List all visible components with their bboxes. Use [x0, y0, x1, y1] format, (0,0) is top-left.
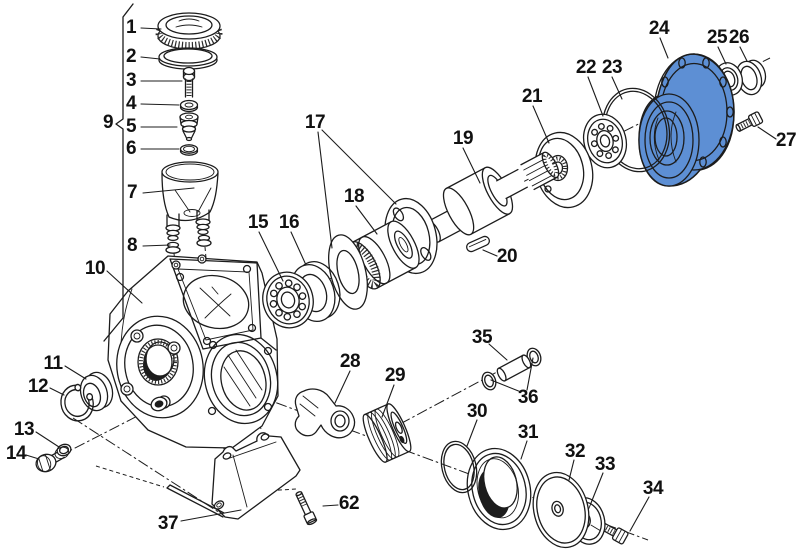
part-label-25: 25 — [706, 27, 728, 48]
part-label-17: 17 — [304, 112, 326, 133]
part-label-23: 23 — [601, 57, 623, 78]
part-label-32: 32 — [564, 441, 586, 462]
part-label-9: 9 — [102, 112, 114, 133]
part-cap-gasket — [158, 47, 218, 70]
part-label-29: 29 — [384, 365, 406, 386]
part-label-18: 18 — [343, 186, 365, 207]
part-label-2: 2 — [125, 46, 137, 67]
part-vent-bolt — [182, 66, 196, 98]
group-bracket-9 — [103, 3, 134, 342]
part-shaft-seal — [79, 371, 114, 412]
part-bearing-flange-highlighted — [638, 53, 735, 187]
part-guard-plate — [166, 432, 301, 520]
part-label-15: 15 — [247, 212, 269, 233]
part-oil-reservoir — [161, 161, 219, 242]
part-label-6: 6 — [125, 138, 137, 159]
part-piston — [362, 403, 412, 463]
part-label-1: 1 — [125, 17, 137, 38]
part-label-26: 26 — [728, 27, 750, 48]
part-seal-ring — [179, 144, 199, 156]
part-label-7: 7 — [126, 182, 138, 203]
part-breather-valve — [179, 112, 199, 142]
part-ball-bearing-front — [262, 271, 314, 329]
part-o-ring-sleeve — [440, 440, 478, 494]
part-label-28: 28 — [339, 351, 361, 372]
crankshaft-splined-tip — [520, 151, 560, 191]
part-piston-pin — [496, 354, 532, 382]
part-label-3: 3 — [125, 70, 137, 91]
part-label-33: 33 — [594, 454, 616, 475]
part-label-30: 30 — [466, 401, 488, 422]
part-crankcase — [107, 254, 279, 449]
part-label-37: 37 — [157, 513, 179, 534]
leader-lines — [25, 27, 777, 532]
part-label-20: 20 — [496, 246, 518, 267]
part-label-31: 31 — [517, 422, 539, 443]
part-seal-washer — [54, 443, 72, 460]
part-label-4: 4 — [125, 93, 137, 114]
part-label-27: 27 — [775, 130, 797, 151]
part-crankshaft — [425, 151, 560, 243]
part-washer — [179, 99, 199, 113]
part-label-19: 19 — [452, 128, 474, 149]
part-pin-rings — [481, 347, 542, 391]
part-connecting-rod — [294, 388, 356, 439]
part-label-21: 21 — [521, 86, 543, 107]
part-label-35: 35 — [471, 327, 493, 348]
part-label-16: 16 — [278, 212, 300, 233]
part-label-5: 5 — [125, 116, 137, 137]
part-label-12: 12 — [27, 376, 49, 397]
part-snap-ring — [60, 383, 94, 422]
part-flange-bolt — [735, 111, 764, 132]
part-diaphragm — [532, 471, 590, 549]
part-label-8: 8 — [126, 235, 138, 256]
part-oil-filler-cap — [155, 12, 223, 50]
part-label-22: 22 — [575, 57, 597, 78]
part-label-11: 11 — [43, 353, 63, 374]
part-label-62: 62 — [338, 493, 360, 514]
part-label-10: 10 — [84, 258, 106, 279]
part-label-34: 34 — [642, 478, 664, 499]
part-label-14: 14 — [5, 443, 27, 464]
part-cylinder-sleeve — [466, 447, 532, 531]
part-label-36: 36 — [517, 387, 539, 408]
part-guard-bolt — [295, 491, 318, 526]
part-label-13: 13 — [13, 419, 35, 440]
part-label-24: 24 — [648, 18, 670, 39]
part-shaft-key — [465, 235, 491, 253]
part-support-ring-inner — [328, 234, 368, 310]
part-ball-bearing-rear — [582, 113, 628, 169]
